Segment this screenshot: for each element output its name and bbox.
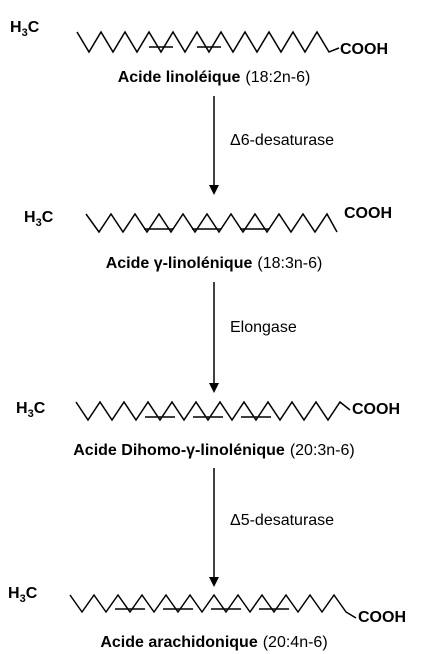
enzyme-label-3: Δ5-desaturase (230, 512, 334, 529)
carboxyl-group-label: COOH (344, 205, 392, 222)
methyl-group-label: H3C (8, 585, 38, 605)
molecule-name-line: Acide arachidonique (20:4n-6) (100, 634, 327, 651)
molecule-name: Acide γ-linolénique (106, 255, 253, 272)
molecule-name-line: Acide linoléique(18:2n-6) (118, 69, 311, 86)
molecule-linoleic-acid: H3C COOH Acide linoléique(18:2n-6) (10, 19, 388, 86)
molecule-ratio: (20:3n-6) (290, 442, 355, 459)
molecule-ratio: (18:3n-6) (257, 255, 322, 272)
methyl-group-label: H3C (10, 19, 40, 39)
molecule-name: Acide arachidonique (100, 634, 257, 651)
molecule-arachidonic-acid: H3C COOH Acide arachidonique (20:4n-6) (8, 585, 406, 651)
molecule-ratio: (18:2n-6) (245, 69, 310, 86)
carboxyl-group-label: COOH (358, 609, 406, 626)
carbon-chain-3 (75, 400, 351, 422)
molecule-ratio: (20:4n-6) (263, 634, 328, 651)
carboxyl-group-label: COOH (352, 401, 400, 418)
carbon-chain-1 (76, 30, 340, 54)
enzyme-label-1: Δ6-desaturase (230, 132, 334, 149)
carboxyl-group-label: COOH (340, 41, 388, 58)
methyl-group-label: H3C (16, 400, 46, 420)
enzyme-label-2: Elongase (230, 319, 297, 336)
methyl-group-label: H3C (24, 209, 54, 229)
carbon-chain-4 (69, 593, 357, 619)
molecule-name-line: Acide Dihomo-γ-linolénique (20:3n-6) (73, 442, 354, 459)
molecule-gamma-linolenic-acid: H3C COOH Acide γ-linolénique(18:3n-6) (24, 205, 392, 272)
carbon-chain-2 (85, 212, 338, 234)
molecule-name: Acide linoléique (118, 69, 241, 86)
molecule-dihomo-gamma-linolenic-acid: H3C COOH Acide Dihomo-γ-linolénique (20:3… (16, 400, 400, 459)
molecule-name-line: Acide γ-linolénique(18:3n-6) (106, 255, 323, 272)
molecule-name: Acide Dihomo-γ-linolénique (73, 442, 285, 459)
